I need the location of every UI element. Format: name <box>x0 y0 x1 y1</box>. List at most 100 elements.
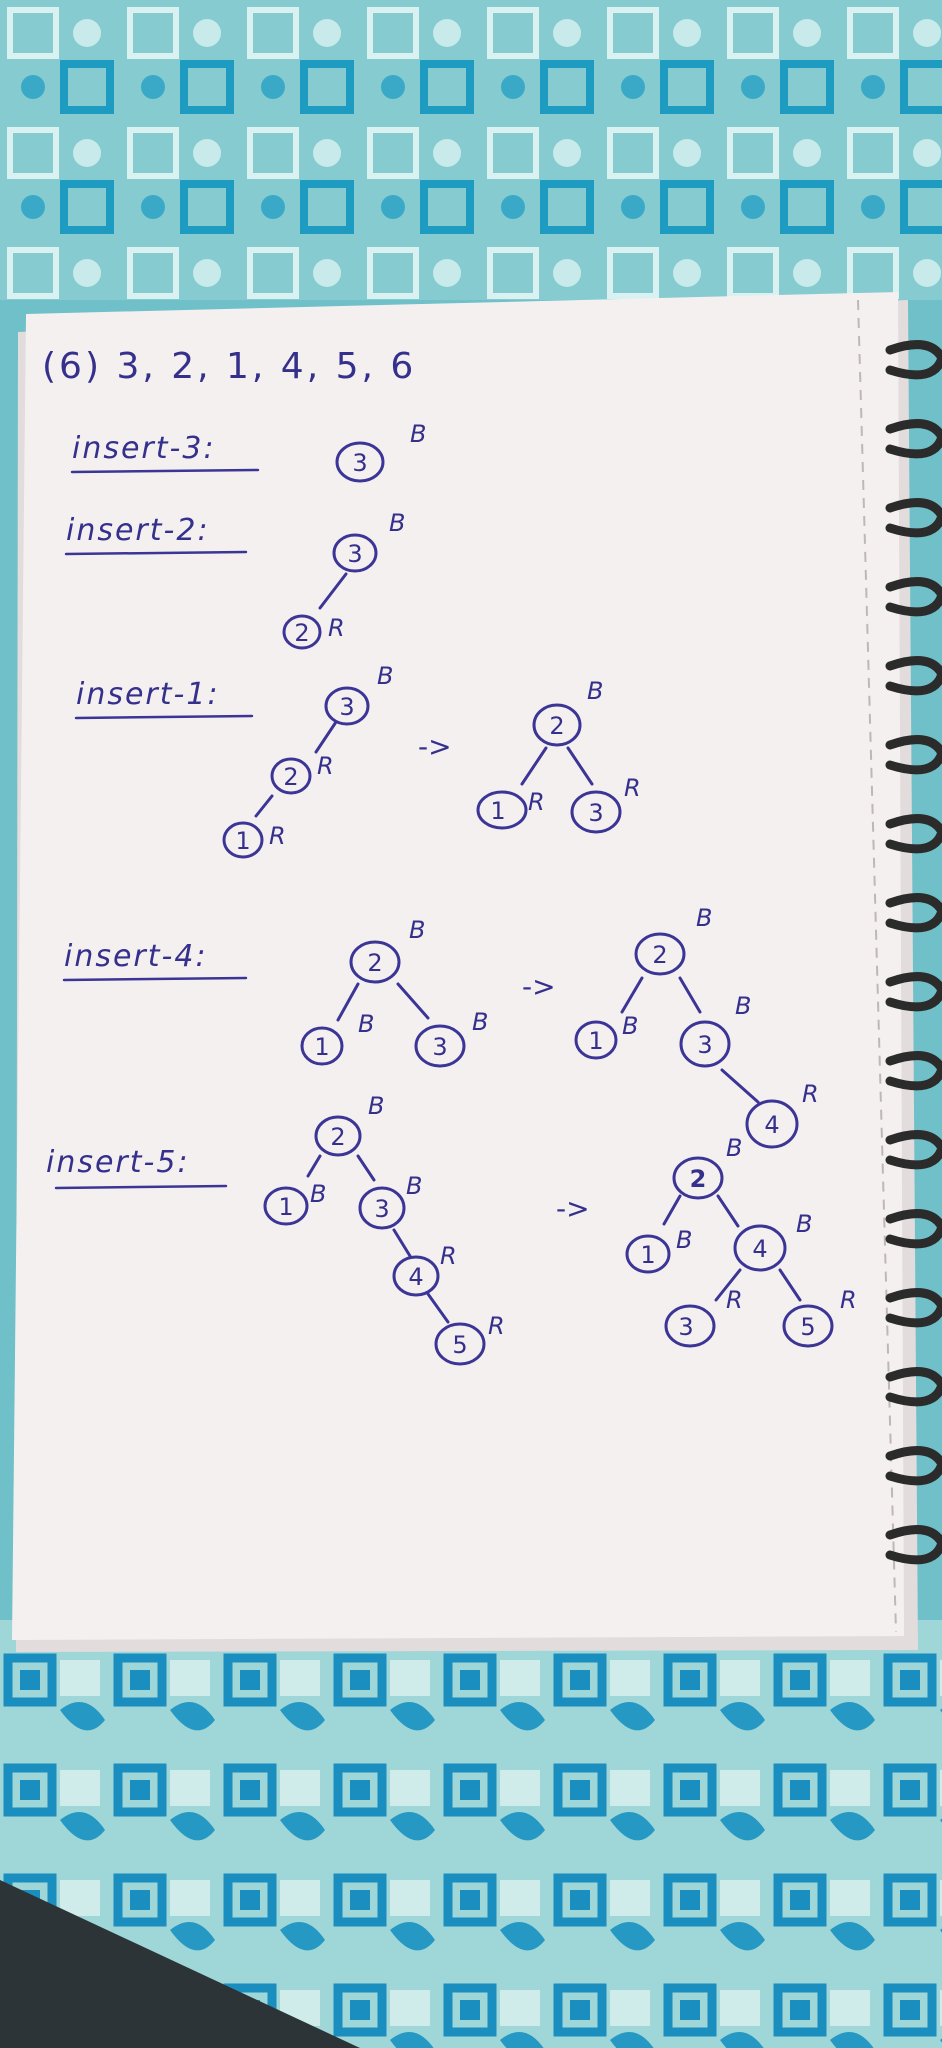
node-color: R <box>528 788 545 816</box>
tree-node: 3 B <box>679 992 751 1068</box>
arrow: -> <box>418 730 452 763</box>
tree-node: 5 R <box>782 1286 857 1348</box>
node-key: 4 <box>408 1263 423 1291</box>
step-insert-2: insert-2: <box>64 513 248 556</box>
step-label: insert-4: <box>64 939 208 974</box>
node-color: B <box>796 1210 812 1238</box>
node-color: R <box>269 822 286 850</box>
step-insert-1: insert-1: <box>74 677 254 720</box>
node-color: B <box>622 1012 638 1040</box>
tree-node: 1 B <box>300 1010 374 1066</box>
node-key: 2 <box>652 941 667 969</box>
node-color: B <box>368 1092 384 1120</box>
node-key: 2 <box>294 619 309 647</box>
node-key: 1 <box>588 1027 603 1055</box>
node-key: 3 <box>374 1195 389 1223</box>
tree-node: 1 R <box>476 788 545 830</box>
node-key: 3 <box>697 1031 712 1059</box>
tree-insert-5-after: 2 B 1 B 4 B 3 R 5 R <box>625 1134 857 1348</box>
step-label: insert-3: <box>72 431 216 466</box>
node-color: R <box>802 1080 819 1108</box>
tree-node: 4 R <box>392 1242 457 1297</box>
node-key: 5 <box>800 1313 815 1341</box>
tree-node: 3 B <box>335 420 426 483</box>
tree-node: 2 R <box>282 614 345 650</box>
node-key: 1 <box>278 1193 293 1221</box>
tree-node: 5 R <box>434 1312 505 1366</box>
node-key: 3 <box>352 449 367 477</box>
node-key: 2 <box>690 1165 707 1193</box>
step-insert-4: insert-4: <box>62 939 248 982</box>
node-key: 1 <box>490 797 505 825</box>
node-key: 1 <box>314 1033 329 1061</box>
node-color: B <box>310 1180 326 1208</box>
node-color: B <box>406 1172 422 1200</box>
tree-node: 4 B <box>733 1210 812 1272</box>
tree-node: 1 B <box>263 1180 326 1226</box>
node-key: 3 <box>588 799 603 827</box>
arrow: -> <box>556 1192 590 1225</box>
node-key: 2 <box>367 949 382 977</box>
node-color: B <box>726 1134 742 1162</box>
arrow: -> <box>522 970 556 1003</box>
node-key: 1 <box>235 827 250 855</box>
tree-insert-1-after: 2 B 1 R 3 R <box>476 677 641 834</box>
tree-node: 1 R <box>222 821 286 859</box>
tree-node: 3 B <box>332 509 405 573</box>
node-color: R <box>726 1286 743 1314</box>
tree-node: 1 B <box>625 1226 692 1274</box>
tree-node: 3 B <box>414 1008 488 1068</box>
step-label: insert-5: <box>46 1145 190 1180</box>
node-key: 4 <box>764 1111 779 1139</box>
tree-insert-4-after: 2 B 1 B 3 B 4 R <box>574 904 819 1149</box>
tree-insert-5-before: 2 B 1 B 3 B 4 R 5 R <box>263 1092 505 1366</box>
node-key: 3 <box>347 540 362 568</box>
node-color: R <box>440 1242 457 1270</box>
step-label: insert-1: <box>76 677 220 712</box>
tablecloth-top <box>0 0 942 330</box>
tree-node: 3 B <box>358 1172 422 1230</box>
tree-node: 2 B <box>349 916 425 984</box>
node-color: B <box>410 420 426 448</box>
node-color: B <box>358 1010 374 1038</box>
tree-node: 4 R <box>745 1080 819 1149</box>
tree-insert-4-before: 2 B 1 B 3 B <box>300 916 488 1068</box>
node-color: B <box>735 992 751 1020</box>
node-key: 2 <box>283 763 298 791</box>
tree-node: 3 R <box>664 1286 743 1348</box>
node-color: R <box>328 614 345 642</box>
tree-edges <box>254 572 802 1324</box>
tree-insert-3: 3 B <box>335 420 426 483</box>
node-color: R <box>488 1312 505 1340</box>
node-color: R <box>840 1286 857 1314</box>
problem-title: (6) 3, 2, 1, 4, 5, 6 <box>42 346 416 387</box>
node-key: 2 <box>330 1123 345 1151</box>
node-key: 2 <box>549 712 564 740</box>
notebook-page <box>12 292 904 1640</box>
node-color: R <box>317 752 334 780</box>
node-key: 3 <box>678 1313 693 1341</box>
step-label: insert-2: <box>66 513 210 548</box>
node-color: B <box>472 1008 488 1036</box>
node-color: B <box>377 662 393 690</box>
node-key: 1 <box>640 1241 655 1269</box>
node-color: B <box>587 677 603 705</box>
node-key: 4 <box>752 1235 767 1263</box>
node-color: R <box>624 774 641 802</box>
step-insert-5: insert-5: <box>46 1145 228 1190</box>
node-key: 3 <box>339 693 354 721</box>
node-color: B <box>676 1226 692 1254</box>
perforation <box>857 299 897 1633</box>
tree-node: 2 B <box>532 677 603 747</box>
tree-node: 2 B <box>672 1134 742 1200</box>
tree-insert-2: 3 B 2 R <box>282 509 405 650</box>
node-key: 3 <box>432 1033 447 1061</box>
node-key: 5 <box>452 1331 467 1359</box>
tree-node: 1 B <box>574 1012 638 1060</box>
tree-node: 3 B <box>324 662 393 726</box>
node-color: B <box>696 904 712 932</box>
node-color: B <box>409 916 425 944</box>
tree-node: 3 R <box>570 774 641 834</box>
node-color: B <box>389 509 405 537</box>
